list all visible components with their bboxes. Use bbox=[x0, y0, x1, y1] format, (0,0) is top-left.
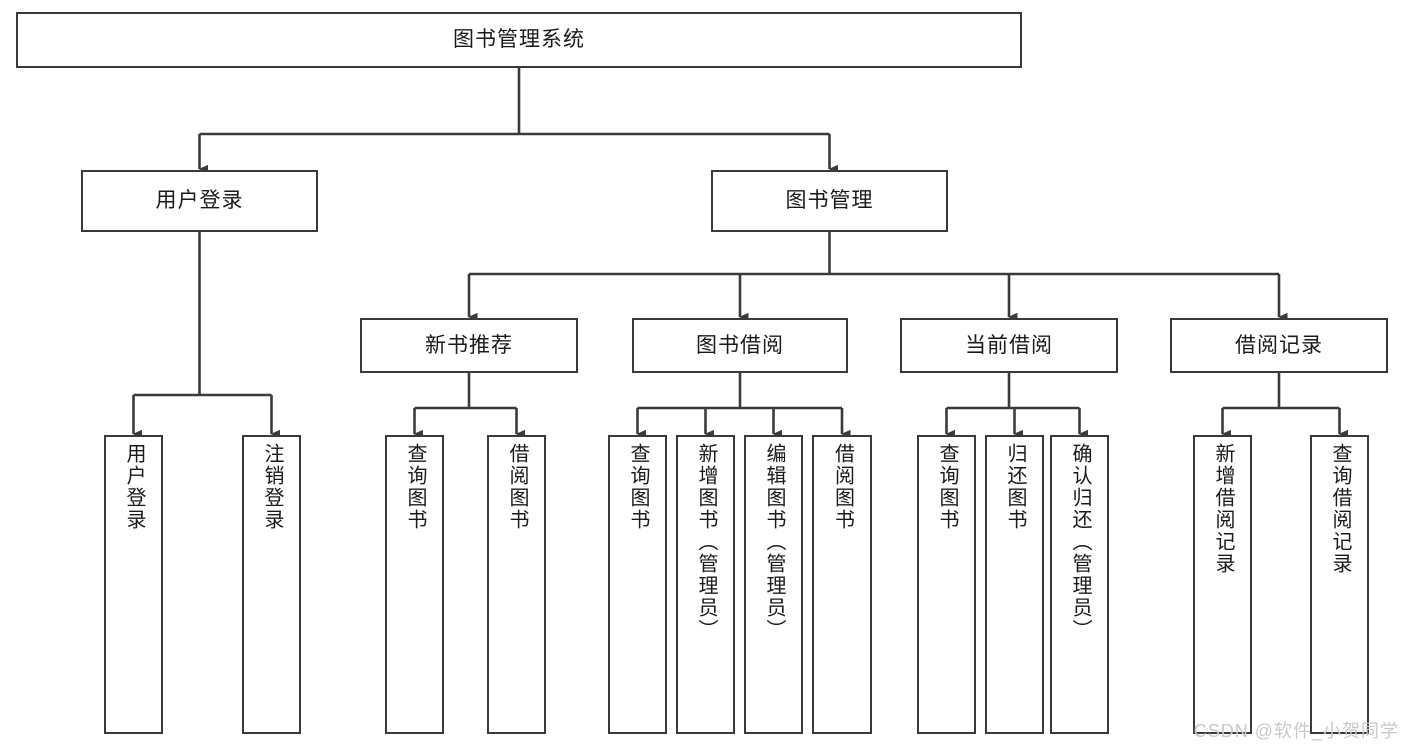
watermark: CSDN @软件_小贺同学 bbox=[1193, 721, 1399, 741]
node-leaf-query-book-borrow-label: 查询图书 bbox=[627, 443, 649, 531]
node-leaf-query-book-current[interactable]: 查询图书 bbox=[917, 435, 976, 734]
node-new-book-recommend-label: 新书推荐 bbox=[425, 333, 513, 357]
node-leaf-add-borrow-record[interactable]: 新增借阅记录 bbox=[1193, 435, 1252, 734]
node-book-management[interactable]: 图书管理 bbox=[711, 170, 948, 232]
node-leaf-logout[interactable]: 注销登录 bbox=[242, 435, 301, 734]
node-leaf-add-borrow-record-label: 新增借阅记录 bbox=[1212, 443, 1234, 575]
node-leaf-edit-book-admin-label: 编辑图书（管理员） bbox=[763, 443, 785, 641]
node-borrow-records-label: 借阅记录 bbox=[1235, 333, 1323, 357]
node-leaf-confirm-return-admin-label: 确认归还（管理员） bbox=[1069, 443, 1091, 641]
node-leaf-query-borrow-record-label: 查询借阅记录 bbox=[1329, 443, 1351, 575]
node-book-borrow[interactable]: 图书借阅 bbox=[632, 318, 848, 373]
node-book-borrow-label: 图书借阅 bbox=[696, 333, 784, 357]
node-current-borrow[interactable]: 当前借阅 bbox=[900, 318, 1118, 373]
node-borrow-records[interactable]: 借阅记录 bbox=[1170, 318, 1388, 373]
node-leaf-query-book-current-label: 查询图书 bbox=[936, 443, 958, 531]
node-leaf-query-book-recommend-label: 查询图书 bbox=[404, 443, 426, 531]
node-leaf-borrow-book[interactable]: 借阅图书 bbox=[812, 435, 872, 734]
node-leaf-add-book-admin-label: 新增图书（管理员） bbox=[695, 443, 717, 641]
node-book-management-label: 图书管理 bbox=[785, 189, 874, 213]
node-leaf-borrow-book-recommend-label: 借阅图书 bbox=[506, 443, 528, 531]
node-leaf-borrow-book-recommend[interactable]: 借阅图书 bbox=[487, 435, 546, 734]
node-leaf-return-book[interactable]: 归还图书 bbox=[985, 435, 1044, 734]
node-user-login[interactable]: 用户登录 bbox=[81, 170, 318, 232]
node-leaf-query-book-borrow[interactable]: 查询图书 bbox=[608, 435, 667, 734]
node-leaf-add-book-admin[interactable]: 新增图书（管理员） bbox=[676, 435, 735, 734]
node-user-login-label: 用户登录 bbox=[155, 189, 244, 213]
node-new-book-recommend[interactable]: 新书推荐 bbox=[360, 318, 578, 373]
node-leaf-query-borrow-record[interactable]: 查询借阅记录 bbox=[1310, 435, 1369, 734]
node-leaf-user-login-label: 用户登录 bbox=[123, 443, 145, 531]
node-leaf-logout-label: 注销登录 bbox=[261, 443, 283, 531]
node-leaf-borrow-book-label: 借阅图书 bbox=[831, 443, 854, 531]
node-leaf-edit-book-admin[interactable]: 编辑图书（管理员） bbox=[744, 435, 803, 734]
node-leaf-return-book-label: 归还图书 bbox=[1004, 443, 1026, 531]
node-leaf-query-book-recommend[interactable]: 查询图书 bbox=[385, 435, 444, 734]
node-leaf-user-login[interactable]: 用户登录 bbox=[104, 435, 163, 734]
node-root-label: 图书管理系统 bbox=[453, 28, 585, 52]
node-leaf-confirm-return-admin[interactable]: 确认归还（管理员） bbox=[1050, 435, 1109, 734]
node-current-borrow-label: 当前借阅 bbox=[965, 333, 1053, 357]
node-root[interactable]: 图书管理系统 bbox=[16, 12, 1022, 68]
